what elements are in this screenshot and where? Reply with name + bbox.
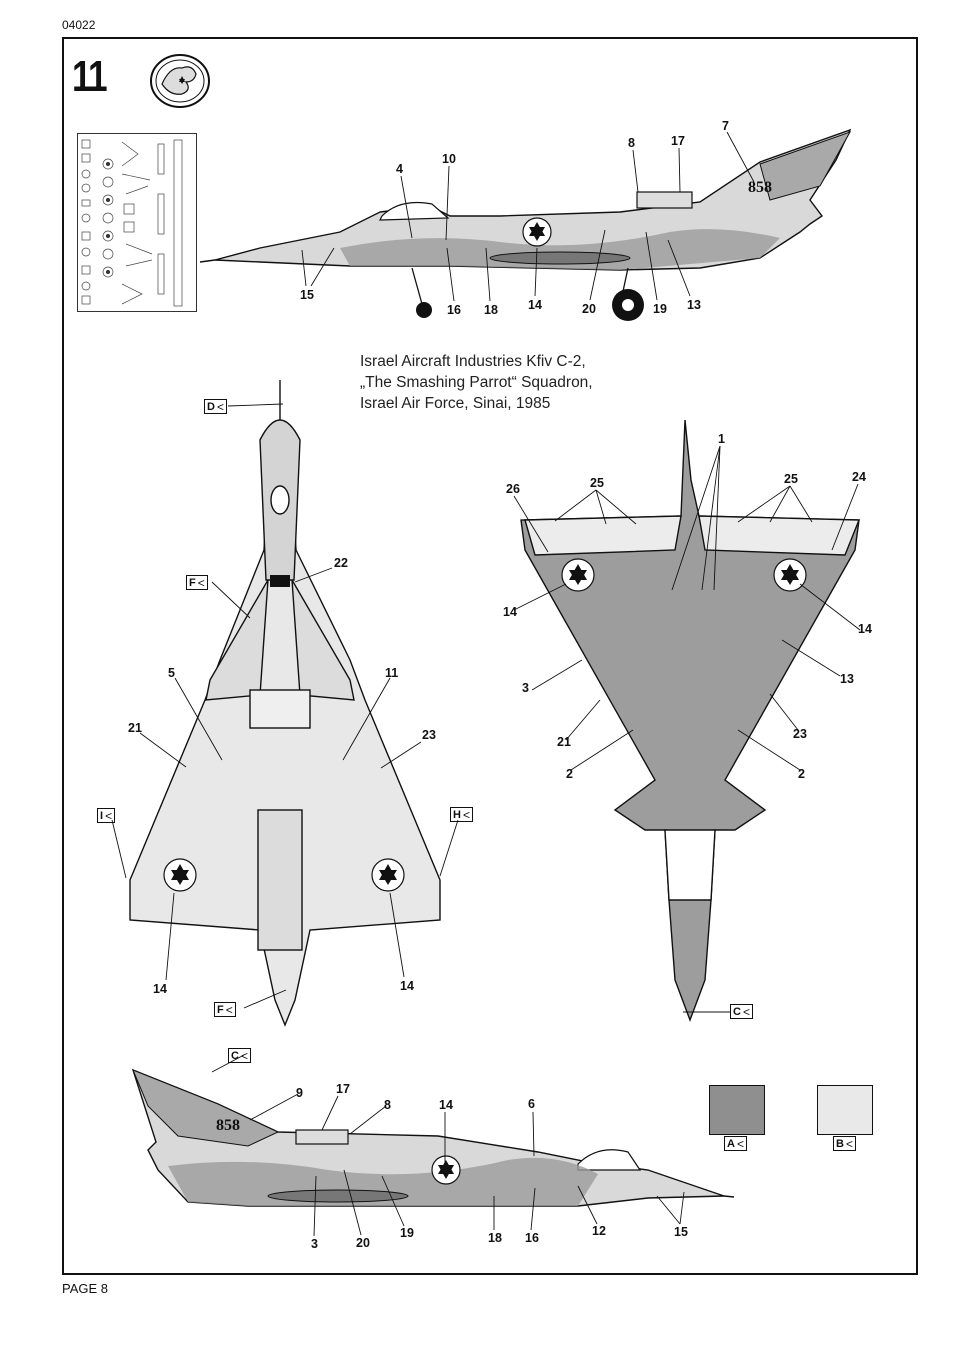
callout-1: 1 — [718, 432, 725, 446]
view-ref-f-bottom: F< — [214, 1002, 236, 1017]
view-ref-c-side: C< — [228, 1048, 251, 1063]
decal-sheet-thumbnail — [77, 133, 197, 312]
aircraft-caption: Israel Aircraft Industries Kfiv C-2, „Th… — [360, 351, 593, 414]
callout-16: 16 — [447, 303, 461, 317]
callout-4: 4 — [396, 162, 403, 176]
callout-14-under-right: 14 — [858, 622, 872, 636]
callout-8-bottom: 8 — [384, 1098, 391, 1112]
side-view-bottom-drawing: 858 — [131, 1068, 735, 1207]
color-label-b: B< — [833, 1136, 856, 1151]
callout-8: 8 — [628, 136, 635, 150]
top-view-drawing — [129, 380, 441, 1027]
callout-19-bottom: 19 — [400, 1226, 414, 1240]
color-swatch-b — [817, 1085, 873, 1135]
callout-19: 19 — [653, 302, 667, 316]
callout-25-left: 25 — [590, 476, 604, 490]
callout-14-under-left: 14 — [503, 605, 517, 619]
tail-serial-top: 858 — [748, 179, 772, 196]
view-ref-d: D< — [204, 399, 227, 414]
callout-18: 18 — [484, 303, 498, 317]
callout-3-bottom: 3 — [311, 1237, 318, 1251]
view-ref-i: I< — [97, 808, 116, 823]
callout-20: 20 — [582, 302, 596, 316]
callout-15: 15 — [300, 288, 314, 302]
tail-serial-bottom: 858 — [216, 1117, 240, 1134]
step-number: 11 — [72, 52, 108, 101]
callout-2-left: 2 — [566, 767, 573, 781]
callout-23: 23 — [422, 728, 436, 742]
callout-3-under: 3 — [522, 681, 529, 695]
callout-13: 13 — [687, 298, 701, 312]
page-frame — [62, 37, 918, 1275]
callout-25-right: 25 — [784, 472, 798, 486]
callout-2-right: 2 — [798, 767, 805, 781]
callout-21: 21 — [128, 721, 142, 735]
callout-17: 17 — [671, 134, 685, 148]
side-view-top-drawing: 858 — [200, 128, 852, 321]
callout-14-left: 14 — [153, 982, 167, 996]
callout-14-right: 14 — [400, 979, 414, 993]
document-code: 04022 — [62, 18, 96, 32]
callout-12: 12 — [592, 1224, 606, 1238]
view-ref-h: H< — [450, 807, 473, 822]
callout-10: 10 — [442, 152, 456, 166]
callout-11: 11 — [385, 666, 399, 680]
caption-line-1: Israel Aircraft Industries Kfiv C-2, — [360, 353, 586, 370]
callout-15-bottom: 15 — [674, 1225, 688, 1239]
callout-6: 6 — [528, 1097, 535, 1111]
caption-line-2: „The Smashing Parrot“ Squadron, — [360, 374, 593, 391]
callout-7: 7 — [722, 119, 729, 133]
color-swatch-a — [709, 1085, 765, 1135]
callout-17-bottom: 17 — [336, 1082, 350, 1096]
callout-13-under: 13 — [840, 672, 854, 686]
view-ref-c-under: C< — [730, 1004, 753, 1019]
page-number: PAGE 8 — [62, 1281, 109, 1296]
callout-14: 14 — [528, 298, 542, 312]
squadron-badge-icon — [150, 54, 210, 108]
caption-line-3: Israel Air Force, Sinai, 1985 — [360, 395, 551, 412]
callout-23-under: 23 — [793, 727, 807, 741]
callout-20-bottom: 20 — [356, 1236, 370, 1250]
view-ref-f-top: F< — [186, 575, 208, 590]
callout-22: 22 — [334, 556, 348, 570]
callout-9: 9 — [296, 1086, 303, 1100]
callout-14-bottom: 14 — [439, 1098, 453, 1112]
callout-16-bottom: 16 — [525, 1231, 539, 1245]
callout-24: 24 — [852, 470, 866, 484]
callout-26: 26 — [506, 482, 520, 496]
callout-5: 5 — [168, 666, 175, 680]
color-label-a: A< — [724, 1136, 747, 1151]
callout-18-bottom: 18 — [488, 1231, 502, 1245]
underside-view-drawing — [520, 420, 861, 1022]
